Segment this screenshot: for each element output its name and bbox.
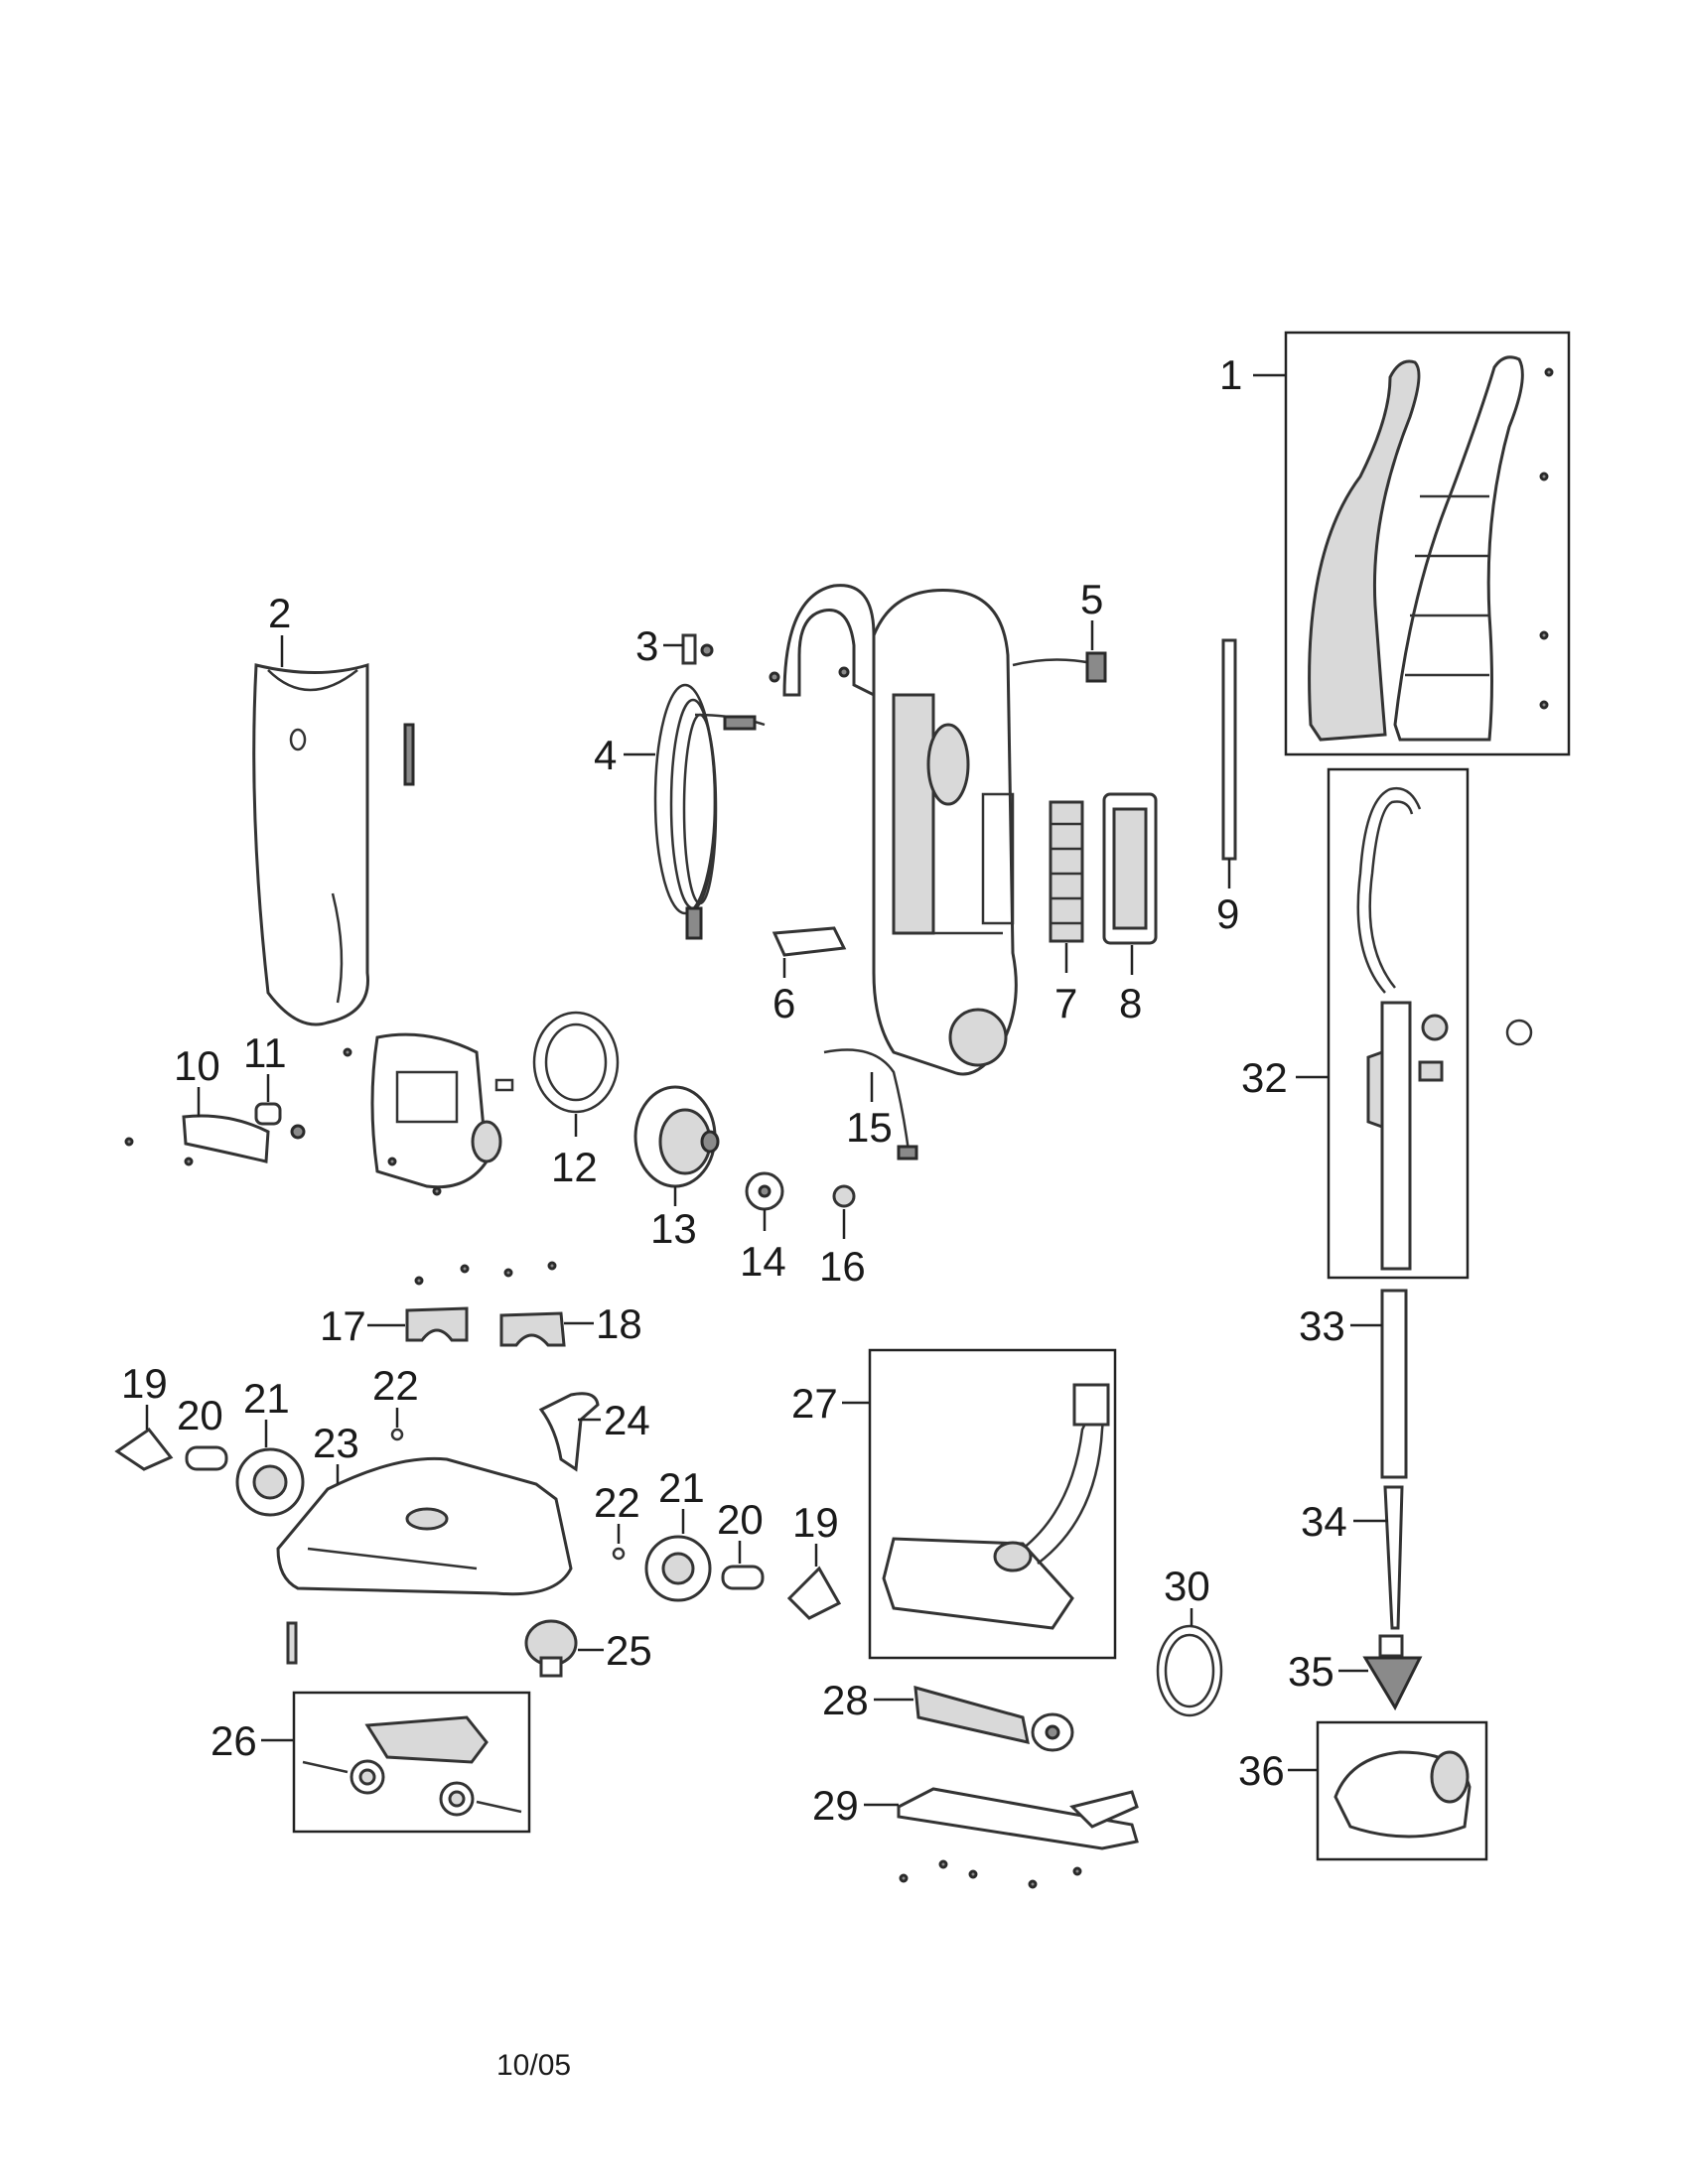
- part-22-clip-right: [612, 1547, 626, 1561]
- callout-21b: 21: [658, 1464, 705, 1511]
- callout-1: 1: [1219, 351, 1242, 398]
- part-23-base: [276, 1456, 573, 1665]
- callout-28: 28: [822, 1677, 869, 1723]
- part-2-bag-door: [252, 662, 415, 1026]
- callout-27: 27: [791, 1380, 838, 1427]
- part-20-axle-left: [185, 1445, 228, 1471]
- callout-19a: 19: [121, 1360, 168, 1407]
- callout-11: 11: [243, 1029, 287, 1076]
- callout-24: 24: [604, 1397, 650, 1443]
- callout-18: 18: [596, 1300, 642, 1347]
- callout-32: 32: [1241, 1054, 1288, 1101]
- callout-19b: 19: [792, 1499, 839, 1546]
- part-18-bracket: [499, 1311, 566, 1347]
- part-36-turbo-tool: [1316, 1720, 1488, 1861]
- part-35-dusting-brush: [1362, 1634, 1423, 1711]
- part-14-fan: [745, 1171, 784, 1211]
- part-12-gasket: [532, 1011, 620, 1114]
- callout-12: 12: [551, 1144, 598, 1190]
- part-32-hose-assembly: [1327, 767, 1533, 1280]
- callout-2: 2: [268, 590, 291, 636]
- callout-15: 15: [846, 1104, 893, 1151]
- part-main-body: [872, 589, 1018, 1076]
- part-10-handle-grip: [124, 1114, 270, 1166]
- part-5-switch: [1012, 651, 1107, 683]
- part-19-wheel-cover-right: [786, 1566, 842, 1620]
- part-33-wand: [1380, 1289, 1408, 1479]
- callout-14: 14: [740, 1238, 786, 1285]
- callout-35: 35: [1288, 1648, 1334, 1695]
- callout-21a: 21: [243, 1375, 290, 1422]
- callout-16: 16: [819, 1243, 866, 1290]
- callout-22b: 22: [594, 1479, 640, 1526]
- callout-33: 33: [1299, 1302, 1345, 1349]
- callout-6: 6: [772, 980, 795, 1026]
- part-1-handle-assembly: [1284, 331, 1571, 756]
- part-20-axle-right: [721, 1565, 765, 1590]
- part-6-filter-pad: [772, 926, 847, 957]
- part-28-brushroll: [913, 1685, 1074, 1752]
- part-19-wheel-cover-left: [114, 1427, 174, 1471]
- callout-25: 25: [606, 1627, 652, 1674]
- callout-7: 7: [1054, 980, 1077, 1026]
- callout-20b: 20: [717, 1496, 764, 1543]
- part-15-wire-harness: [823, 1048, 918, 1160]
- part-26-wheel-kit: [292, 1691, 531, 1834]
- callout-4: 4: [594, 732, 617, 778]
- part-top-cover: [769, 584, 876, 698]
- callout-34: 34: [1301, 1498, 1347, 1545]
- part-29-bottom-plate: [897, 1787, 1139, 1889]
- callout-9: 9: [1216, 890, 1239, 937]
- part-11-pin: [254, 1102, 306, 1140]
- part-7-hepa-filter: [1049, 800, 1084, 943]
- callout-8: 8: [1119, 980, 1142, 1026]
- callout-20a: 20: [177, 1392, 223, 1438]
- part-21-wheel-right: [644, 1535, 712, 1602]
- part-25-agitator-cap: [524, 1619, 578, 1678]
- callout-5: 5: [1080, 576, 1103, 622]
- part-4-power-cord: [653, 683, 766, 940]
- part-motor-housing: [343, 1032, 514, 1196]
- part-30-belt: [1156, 1624, 1223, 1717]
- part-9-strip: [1221, 638, 1237, 861]
- part-8-filter-cover: [1102, 792, 1158, 945]
- part-3-latch: [681, 633, 714, 665]
- part-27-hose-nozzle: [868, 1348, 1117, 1660]
- footer-date-code: 10/05: [496, 2049, 571, 2082]
- callout-22a: 22: [372, 1362, 419, 1409]
- part-13-motor: [633, 1085, 720, 1188]
- callout-3: 3: [635, 622, 658, 669]
- callout-23: 23: [313, 1420, 359, 1466]
- part-16-nut: [832, 1184, 856, 1208]
- callout-17: 17: [320, 1302, 366, 1349]
- part-21-wheel-left: [235, 1447, 305, 1517]
- part-22-clip-left: [390, 1428, 404, 1441]
- part-24-latch: [538, 1392, 600, 1472]
- callout-26: 26: [210, 1717, 257, 1764]
- callout-29: 29: [812, 1782, 859, 1829]
- callout-30: 30: [1164, 1563, 1210, 1609]
- callout-13: 13: [650, 1205, 697, 1252]
- part-34-crevice-tool: [1383, 1485, 1404, 1630]
- callout-10: 10: [174, 1042, 220, 1089]
- callout-36: 36: [1238, 1747, 1285, 1794]
- part-17-bracket: [405, 1306, 469, 1342]
